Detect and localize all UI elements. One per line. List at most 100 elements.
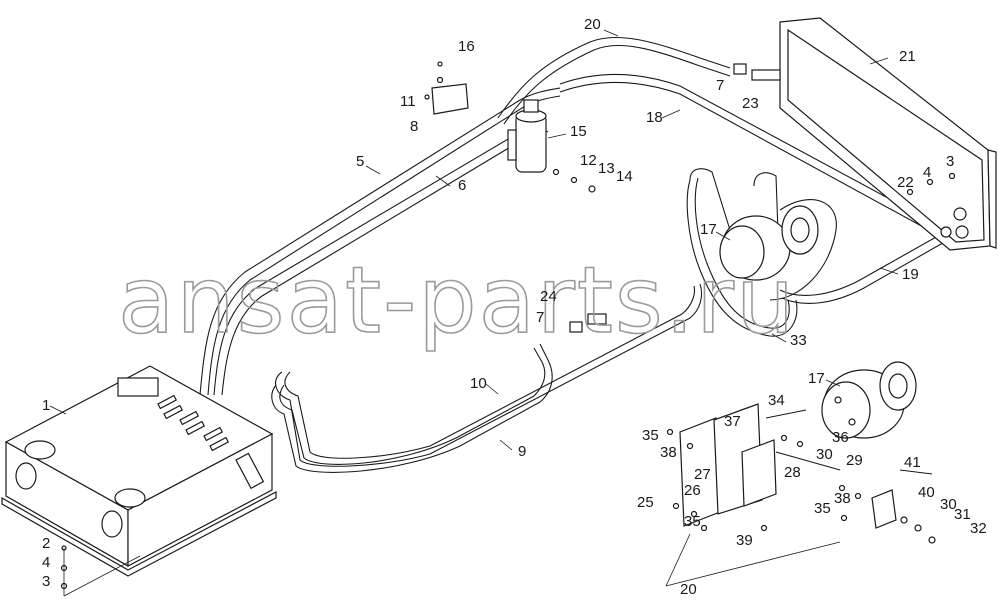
callout-c15: 15 [570,123,587,140]
air-outlet-front [101,510,123,538]
condenser-port [955,225,969,239]
callout-c41: 41 [904,454,921,471]
hose-33-outer [694,177,790,329]
fitting-7-top [733,63,747,75]
hose-19-outer [781,239,949,304]
hose-10 [271,343,553,473]
hose-18-outer [559,81,937,235]
washer-hw [672,502,680,510]
callout-c27: 27 [694,466,711,483]
callout-c5: 5 [356,153,364,170]
condenser-port [940,226,952,238]
condenser-port [953,207,967,221]
vent-slot [157,394,178,410]
hose-u-loop-left [689,168,731,231]
compressor-lower-face [821,381,871,439]
receiver-body [515,113,547,173]
bracket-28 [741,439,777,507]
fitting-23 [751,69,781,81]
callout-c7b: 7 [536,309,544,326]
evaporator-connector [117,377,159,397]
callout-c17b: 17 [808,370,825,387]
nut-14 [588,185,596,193]
callout-c19: 19 [902,266,919,283]
nut-3b [948,172,956,180]
callout-c40: 40 [918,484,935,501]
hose-33 [686,179,798,337]
callout-c10: 10 [470,375,487,392]
leader-line [49,405,67,415]
leader-line [499,439,513,451]
spacer-40 [871,489,897,529]
condenser-frame [787,28,985,243]
washer-hw [838,484,846,492]
callout-c7: 7 [716,77,724,94]
stud-29 [775,451,841,471]
washer-4 [436,76,444,84]
evaporator-unit [1,365,277,577]
air-outlet-front [15,462,37,490]
washer-hw [854,492,862,500]
callout-c16: 16 [458,38,475,55]
vent-slot [179,410,200,426]
leader-line [771,333,787,343]
washer-hw [666,428,674,436]
callout-c37: 37 [724,413,741,430]
vent-slot [163,404,184,420]
callout-c22: 22 [897,174,914,191]
drive-belt [769,199,837,301]
leader-line [879,267,899,275]
callout-c12: 12 [580,152,597,169]
compressor-upper [719,205,819,281]
washer-hw [760,524,768,532]
callout-c8: 8 [410,118,418,135]
callout-c18: 18 [646,109,663,126]
callout-c9: 9 [518,443,526,460]
callout-c25: 25 [637,494,654,511]
condenser [779,17,997,251]
washer-hw [700,524,708,532]
hose-19 [779,231,946,296]
hose-u-loop-right [753,172,779,233]
evaporator-side [127,433,273,567]
leader-line [665,533,691,587]
receiver-drier [507,99,547,173]
receiver-fitting [523,99,539,113]
leader-line [365,165,381,175]
leader-line [715,231,731,241]
washer-hw [780,434,788,442]
bracket-8 [431,83,469,115]
callout-c35c: 35 [684,513,701,530]
callout-c36: 36 [832,429,849,446]
leader-line [825,379,841,387]
callout-c30b: 30 [940,496,957,513]
watermark-text: ansat-parts.ru [118,247,796,354]
callout-c2: 2 [42,535,50,552]
callout-c32: 32 [970,520,987,537]
callout-c11: 11 [400,93,416,110]
callout-c38b: 38 [834,490,851,507]
washer-hw [840,514,848,522]
callout-c14: 14 [616,168,633,185]
hose-10-outer [279,347,546,465]
leader-line [869,57,889,65]
callout-c30: 30 [816,446,833,463]
leader-line [661,109,681,119]
leader-line [547,133,567,139]
vent-slot [185,420,206,436]
callout-c1: 1 [42,397,50,414]
fitting-24 [587,313,607,325]
compressor-upper-pulley-hub [790,217,810,243]
callout-c6: 6 [458,177,466,194]
callout-c35: 35 [642,427,659,444]
washer-hw [686,442,694,450]
hose-group [199,36,949,473]
washer-13 [570,176,578,184]
fitting-7-mid [569,321,583,333]
washer-12 [552,168,560,176]
callout-c3b: 3 [946,153,954,170]
hose-20-outer [503,44,731,125]
compressor-lower-bolt [848,418,856,426]
washer-hw [928,536,936,544]
